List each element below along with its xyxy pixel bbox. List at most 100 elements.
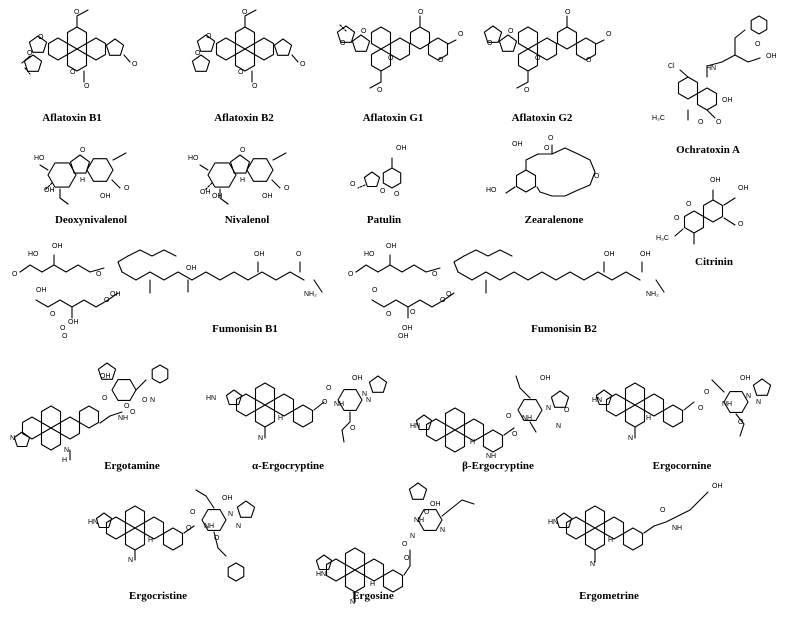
atom-label: O bbox=[544, 145, 550, 152]
atom-label: O bbox=[240, 147, 246, 154]
atom-label: NH₂ bbox=[304, 291, 317, 298]
atom-label: O bbox=[424, 509, 430, 516]
ring-bond bbox=[97, 362, 117, 380]
structure-aflatoxin-b2 bbox=[175, 6, 310, 126]
ring-bond bbox=[382, 167, 402, 189]
chain-bond bbox=[76, 9, 89, 28]
compound-name-ergocristine: Ergocristine bbox=[128, 590, 188, 602]
compound-name-patulin: Patulin bbox=[366, 214, 402, 226]
atom-label: O bbox=[586, 57, 592, 64]
atom-label: OH bbox=[402, 325, 413, 332]
chain-bond bbox=[723, 217, 736, 226]
atom-label: O bbox=[340, 40, 346, 47]
atom-label: O bbox=[606, 31, 612, 38]
chain-bond bbox=[213, 531, 227, 557]
atom-label: O bbox=[124, 185, 130, 192]
atom-label: O bbox=[674, 215, 680, 222]
ring-bond bbox=[78, 405, 100, 429]
atom-label: H bbox=[148, 537, 153, 544]
atom-label: O bbox=[284, 185, 290, 192]
ring-bond bbox=[105, 38, 125, 56]
atom-label: O bbox=[432, 271, 438, 278]
atom-label: HN bbox=[88, 519, 98, 526]
chain-bond bbox=[112, 152, 127, 161]
atom-label: O bbox=[660, 507, 666, 514]
ring-bond bbox=[368, 375, 388, 393]
atom-label: O bbox=[300, 61, 306, 68]
compound-name-aflatoxin-g2: Aflatoxin G2 bbox=[511, 112, 573, 124]
atom-label: N bbox=[440, 527, 445, 534]
atom-label: OH bbox=[44, 187, 55, 194]
compound-name-zearalenone: Zearalenone bbox=[524, 214, 584, 226]
ring-bond bbox=[595, 389, 613, 406]
ring-bond bbox=[85, 37, 107, 61]
chain-bond bbox=[313, 401, 325, 411]
ring-bond bbox=[498, 34, 518, 52]
atom-label: OH bbox=[738, 185, 749, 192]
ring-bond bbox=[344, 547, 366, 571]
atom-label: NH bbox=[414, 517, 424, 524]
atom-label: O bbox=[446, 291, 452, 298]
atom-label: OH bbox=[36, 287, 47, 294]
atom-label: OH bbox=[254, 251, 265, 258]
atom-label: NH bbox=[672, 525, 682, 532]
atom-label: OH bbox=[396, 145, 407, 152]
chain-bond bbox=[441, 499, 475, 517]
atom-label: O bbox=[361, 28, 367, 35]
atom-label: OH bbox=[262, 193, 273, 200]
atom-label: H bbox=[278, 415, 283, 422]
ring-bond bbox=[151, 364, 169, 384]
structure-ergocristine bbox=[80, 480, 280, 605]
compound-name-ergocryptine: α-Ergocryptine bbox=[251, 460, 325, 472]
chain-bond bbox=[734, 54, 761, 63]
atom-label: NH bbox=[522, 415, 532, 422]
compound-name-deoxynivalenol: Deoxynivalenol bbox=[54, 214, 128, 226]
compound-name-ochratoxin-a: Ochratoxin A bbox=[676, 144, 740, 156]
chain-bond bbox=[655, 279, 665, 293]
structure-zearalenone bbox=[480, 140, 625, 220]
atom-label: OH bbox=[712, 483, 723, 490]
atom-label: O bbox=[124, 403, 130, 410]
atom-label: O bbox=[418, 9, 424, 16]
atom-label: O bbox=[594, 173, 600, 180]
atom-label: O bbox=[296, 251, 302, 258]
atom-label: HO bbox=[364, 251, 375, 258]
atom-label: O bbox=[242, 9, 248, 16]
chain-bond bbox=[403, 565, 411, 576]
chain-bond bbox=[341, 411, 351, 443]
atom-label: O bbox=[506, 413, 512, 420]
chain-bond bbox=[199, 164, 209, 171]
chain-bond bbox=[35, 299, 61, 308]
chain-bond bbox=[525, 153, 539, 171]
atom-label: O bbox=[487, 40, 493, 47]
atom-label: OH bbox=[52, 243, 63, 250]
atom-label: O bbox=[394, 191, 400, 198]
compound-name-fumonisin-b1: Fumonisin B1 bbox=[212, 323, 278, 335]
compound-name-nivalenol: Nivalenol bbox=[224, 214, 270, 226]
atom-label: O bbox=[512, 431, 518, 438]
chain-bond bbox=[244, 9, 257, 28]
ring-bond bbox=[336, 25, 356, 43]
atom-label: O bbox=[716, 119, 722, 126]
atom-label: O bbox=[564, 407, 570, 414]
atom-label: N bbox=[350, 599, 355, 606]
chain-bond bbox=[219, 188, 229, 205]
ring-bond bbox=[702, 199, 724, 223]
compound-name-citrinin: Citrinin bbox=[695, 256, 733, 268]
structure-fumonisin-b1 bbox=[10, 248, 340, 343]
ring-bond bbox=[273, 38, 293, 56]
compound-name-ergocryptine: β-Ergocryptine bbox=[462, 460, 534, 472]
compound-name-ergocornine: Ergocornine bbox=[652, 460, 712, 472]
ring-bond bbox=[752, 378, 772, 396]
atom-label: OH bbox=[222, 495, 233, 502]
